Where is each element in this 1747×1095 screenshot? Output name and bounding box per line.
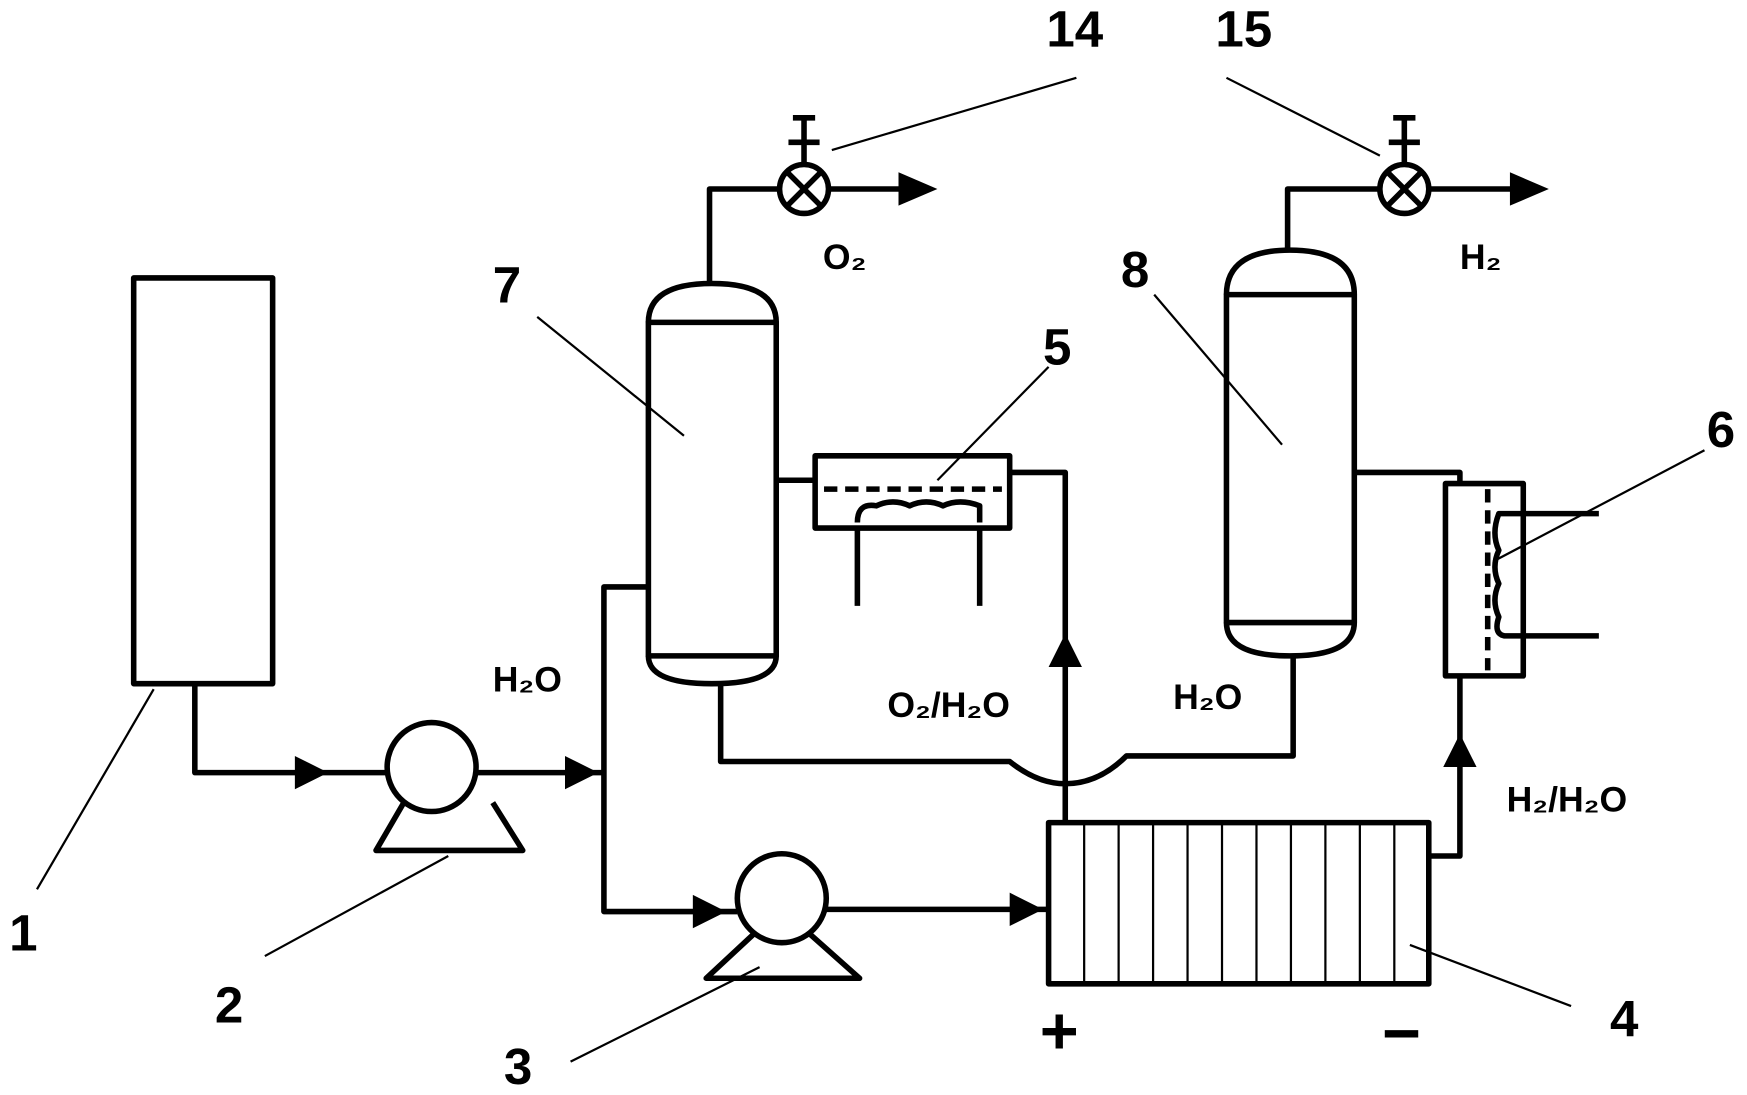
stream-return-water: H₂O bbox=[1173, 677, 1242, 717]
flow-arrow bbox=[565, 755, 599, 790]
pump-3 bbox=[703, 850, 863, 982]
anode-plus-sign: + bbox=[1040, 995, 1079, 1069]
valve-15-icon[interactable] bbox=[1377, 115, 1432, 217]
label-3: 3 bbox=[504, 1038, 532, 1095]
stream-h2: H₂ bbox=[1460, 237, 1501, 277]
flow-arrow bbox=[692, 894, 727, 929]
stream-o2: O₂ bbox=[823, 237, 866, 277]
flow-arrow bbox=[294, 755, 329, 790]
h2-outlet-arrow bbox=[1509, 172, 1549, 206]
cathode-minus-sign: − bbox=[1382, 997, 1421, 1071]
stream-h2-h2o: H₂/H₂O bbox=[1507, 780, 1628, 820]
label-15: 15 bbox=[1215, 1, 1272, 58]
label-4: 4 bbox=[1610, 990, 1639, 1047]
label-1: 1 bbox=[9, 904, 37, 961]
label-8: 8 bbox=[1121, 241, 1149, 298]
o2-outlet-arrow bbox=[898, 172, 938, 206]
label-6: 6 bbox=[1707, 401, 1735, 458]
label-7: 7 bbox=[493, 256, 521, 313]
electrolyzer-stack bbox=[1045, 819, 1432, 987]
hydrogen-heat-exchanger bbox=[1442, 480, 1599, 679]
oxygen-heat-exchanger bbox=[812, 453, 1013, 606]
leader-lines bbox=[36, 76, 1705, 1063]
valve-14-icon[interactable] bbox=[776, 115, 832, 217]
oxygen-separator-column bbox=[645, 280, 780, 687]
label-14: 14 bbox=[1046, 1, 1103, 58]
label-5: 5 bbox=[1043, 319, 1071, 376]
water-tank bbox=[130, 275, 276, 687]
flow-arrow bbox=[1048, 633, 1082, 668]
stream-feed-water: H₂O bbox=[493, 659, 562, 699]
flow-arrow bbox=[1443, 733, 1477, 768]
flow-arrow bbox=[1009, 892, 1044, 927]
label-2: 2 bbox=[215, 977, 243, 1034]
pump-2 bbox=[373, 719, 526, 854]
stream-o2-h2o: O₂/H₂O bbox=[887, 685, 1010, 725]
hydrogen-separator-column bbox=[1223, 247, 1358, 659]
